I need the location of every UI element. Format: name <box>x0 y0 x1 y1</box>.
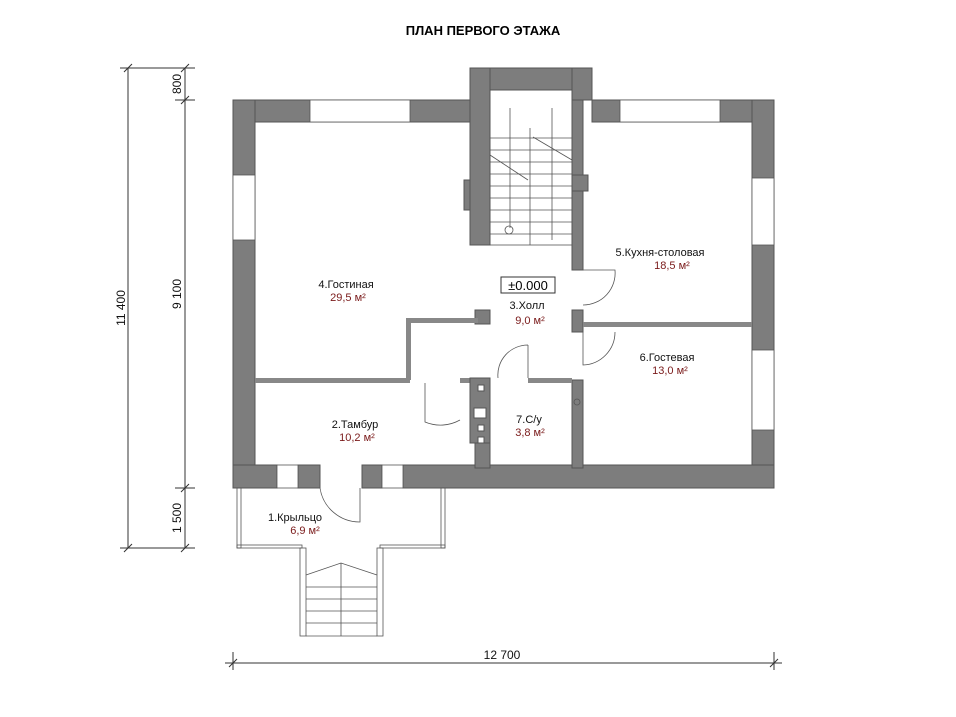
windows <box>232 99 775 489</box>
svg-text:2.Тамбур: 2.Тамбур <box>332 419 379 431</box>
svg-text:1.Крыльцо: 1.Крыльцо <box>268 512 322 524</box>
svg-text:9,0 м²: 9,0 м² <box>515 315 545 327</box>
porch <box>236 487 446 637</box>
dimension-top-offset: 800 <box>170 74 184 94</box>
room-label-living-room: 4.Гостиная 29,5 м² <box>318 279 373 304</box>
dimension-main-height: 9 100 <box>170 279 184 309</box>
svg-text:13,0 м²: 13,0 м² <box>652 365 688 377</box>
partitions <box>255 318 752 383</box>
room-label-guest-room: 6.Гостевая 13,0 м² <box>640 352 695 377</box>
level-mark: ±0.000 <box>508 278 548 293</box>
dimension-total-height: 11 400 <box>114 290 128 326</box>
svg-text:7.С/у: 7.С/у <box>516 414 542 426</box>
doors <box>319 269 616 523</box>
level-mark-box <box>500 276 556 294</box>
dimension-porch-depth: 1 500 <box>170 503 184 533</box>
plan-title: ПЛАН ПЕРВОГО ЭТАЖА <box>406 23 561 38</box>
svg-text:4.Гостиная: 4.Гостиная <box>318 279 373 291</box>
room-label-hall: 3.Холл 9,0 м² <box>509 300 545 327</box>
room-label-vestibule: 2.Тамбур 10,2 м² <box>332 419 379 444</box>
svg-text:18,5 м²: 18,5 м² <box>654 260 690 272</box>
room-label-porch: 1.Крыльцо 6,9 м² <box>268 512 322 537</box>
svg-text:5.Кухня-столовая: 5.Кухня-столовая <box>615 247 704 259</box>
staircase <box>489 89 573 246</box>
room-label-bathroom: 7.С/у 3,8 м² <box>515 414 545 439</box>
room-label-kitchen-dining: 5.Кухня-столовая 18,5 м² <box>615 247 704 272</box>
svg-text:6.Гостевая: 6.Гостевая <box>640 352 695 364</box>
svg-text:29,5 м²: 29,5 м² <box>330 292 366 304</box>
svg-text:3,8 м²: 3,8 м² <box>515 427 545 439</box>
svg-text:3.Холл: 3.Холл <box>509 300 544 312</box>
dimension-lines <box>120 63 782 670</box>
svg-text:10,2 м²: 10,2 м² <box>339 432 375 444</box>
dimension-total-width: 12 700 <box>484 648 521 662</box>
vent-block <box>469 377 491 444</box>
svg-text:6,9 м²: 6,9 м² <box>290 525 320 537</box>
